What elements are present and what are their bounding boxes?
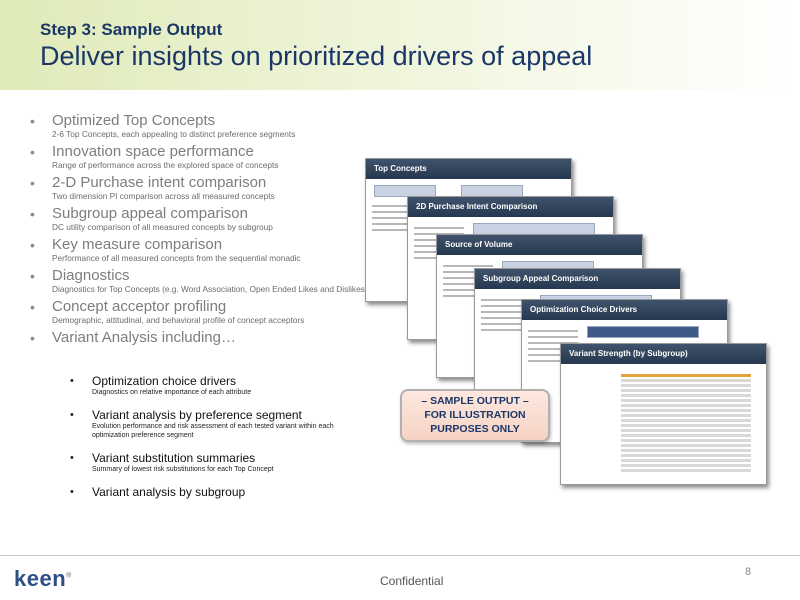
bullet-heading: Variant Analysis including… <box>52 329 236 346</box>
slide-title: Source of Volume <box>437 235 642 255</box>
bullet-list: • Optimized Top Concepts 2-6 Top Concept… <box>30 112 370 350</box>
bullet-sub: Two dimension PI comparison across all m… <box>52 191 275 201</box>
bullet-item: • Innovation space performance Range of … <box>30 143 370 170</box>
keen-logo: keen® <box>14 566 72 592</box>
bullet-sub: Diagnostics for Top Concepts (e.g. Word … <box>52 284 368 294</box>
bullet-heading: Optimized Top Concepts <box>52 112 216 129</box>
slide-title: Top Concepts <box>366 159 571 179</box>
footer-divider <box>0 555 800 556</box>
sub-bullet-heading: Variant analysis by subgroup <box>92 485 246 499</box>
bullet-dot-icon: • <box>30 268 35 284</box>
sample-output-stamp: – SAMPLE OUTPUT – FOR ILLUSTRATION PURPO… <box>400 389 550 442</box>
bullet-item: • Key measure comparison Performance of … <box>30 236 370 263</box>
bullet-item: • Concept acceptor profiling Demographic… <box>30 298 370 325</box>
bullet-dot-icon: • <box>70 486 74 498</box>
page-title: Deliver insights on prioritized drivers … <box>40 41 593 71</box>
thumb-table <box>621 372 751 474</box>
step-label: Step 3: Sample Output <box>40 20 223 39</box>
sub-bullet-sub: Evolution performance and risk assessmen… <box>92 423 334 439</box>
sub-bullet-item: • Optimization choice drivers Diagnostic… <box>70 375 370 397</box>
bullet-dot-icon: • <box>30 330 35 346</box>
sub-bullet-sub: Diagnostics on relative importance of ea… <box>92 389 252 396</box>
bullet-dot-icon: • <box>30 175 35 191</box>
slide-title: Subgroup Appeal Comparison <box>475 269 680 289</box>
registered-mark: ® <box>66 572 72 580</box>
slide-title: Optimization Choice Drivers <box>522 300 727 320</box>
stamp-line: FOR ILLUSTRATION <box>424 409 526 421</box>
bullet-sub: Range of performance across the explored… <box>52 160 279 170</box>
bullet-heading: Concept acceptor profiling <box>52 298 227 315</box>
bullet-dot-icon: • <box>30 237 35 253</box>
header-band: Step 3: Sample Output Deliver insights o… <box>0 0 800 90</box>
bullet-sub: Demographic, attitudinal, and behavioral… <box>52 315 305 325</box>
slide-title: Variant Strength (by Subgroup) <box>561 344 766 364</box>
bullet-dot-icon: • <box>70 452 74 464</box>
logo-text: keen <box>14 566 67 591</box>
bullet-sub: DC utility comparison of all measured co… <box>52 222 273 232</box>
thumb-lines <box>372 201 422 235</box>
bullet-item: • Diagnostics Diagnostics for Top Concep… <box>30 267 370 294</box>
bullet-heading: Innovation space performance <box>52 143 254 160</box>
sub-bullet-item: • Variant substitution summaries Summary… <box>70 452 370 474</box>
thumb-lines <box>528 326 578 366</box>
bullet-dot-icon: • <box>30 299 35 315</box>
bullet-item: • Optimized Top Concepts 2-6 Top Concept… <box>30 112 370 139</box>
thumb-lines <box>443 261 493 301</box>
thumb-block <box>374 185 436 197</box>
slide-title: 2D Purchase Intent Comparison <box>408 197 613 217</box>
bullet-item: • Subgroup appeal comparison DC utility … <box>30 205 370 232</box>
sub-bullet-heading: Variant analysis by preference segment <box>92 408 302 422</box>
stamp-line: PURPOSES ONLY <box>430 423 520 435</box>
bullet-item: • Variant Analysis including… <box>30 329 370 346</box>
page-number: 8 <box>745 566 752 578</box>
bullet-dot-icon: • <box>30 113 35 129</box>
confidential-label: Confidential <box>380 574 444 588</box>
bullet-sub: Performance of all measured concepts fro… <box>52 253 301 263</box>
bullet-heading: 2-D Purchase intent comparison <box>52 174 267 191</box>
bullet-heading: Key measure comparison <box>52 236 223 253</box>
bullet-dot-icon: • <box>30 144 35 160</box>
bullet-item: • 2-D Purchase intent comparison Two dim… <box>30 174 370 201</box>
bullet-sub: 2-6 Top Concepts, each appealing to dist… <box>52 129 296 139</box>
sub-bullet-heading: Optimization choice drivers <box>92 374 237 388</box>
thumb-lines <box>481 295 531 335</box>
bullet-dot-icon: • <box>70 375 74 387</box>
sub-bullet-heading: Variant substitution summaries <box>92 451 256 465</box>
sub-bullet-item: • Variant analysis by preference segment… <box>70 409 370 440</box>
sub-bullet-item: • Variant analysis by subgroup <box>70 486 370 499</box>
bullet-dot-icon: • <box>30 206 35 222</box>
bullet-dot-icon: • <box>70 409 74 421</box>
sub-bullet-sub: Summary of lowest risk substitutions for… <box>92 466 274 473</box>
bullet-heading: Subgroup appeal comparison <box>52 205 248 222</box>
slide-thumb-variant-strength: Variant Strength (by Subgroup) <box>560 343 767 485</box>
sub-bullet-list: • Optimization choice drivers Diagnostic… <box>70 375 370 511</box>
thumb-block <box>587 326 699 338</box>
bullet-heading: Diagnostics <box>52 267 130 284</box>
stamp-line: – SAMPLE OUTPUT – <box>421 395 529 407</box>
